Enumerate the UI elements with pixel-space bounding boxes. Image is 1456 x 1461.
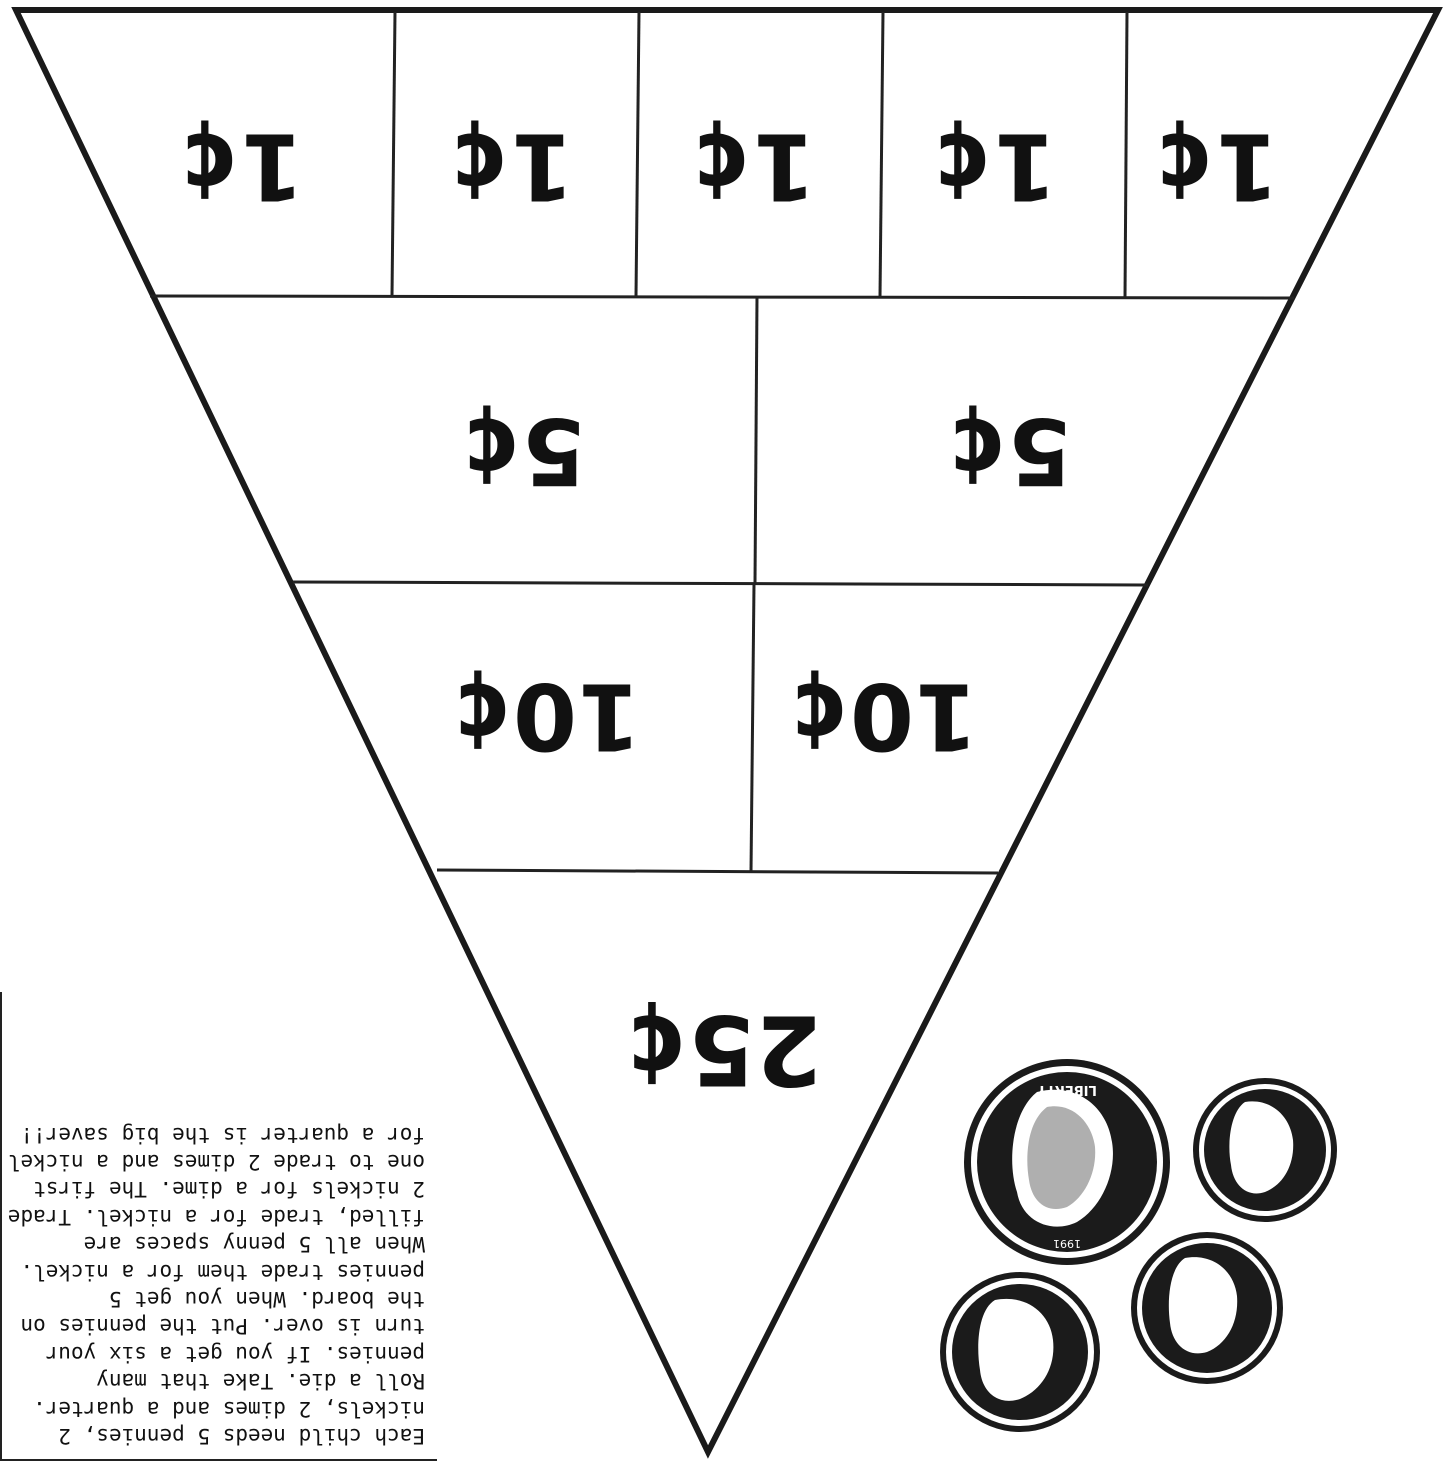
nickel-coin-icon	[940, 1272, 1100, 1432]
nickel-col-divider	[755, 297, 757, 583]
instruction-line: Each child needs 5 pennies, 2	[14, 1422, 425, 1449]
row-divider-1	[150, 296, 1294, 298]
penny-space-label: 1¢	[176, 113, 304, 220]
quarter-legend: LIBERTY	[1037, 1082, 1097, 1097]
penny-space-label: 1¢	[446, 113, 574, 220]
instruction-line: the board. When you get 5	[14, 1285, 425, 1312]
instruction-line: Roll a die. Take that many	[14, 1367, 425, 1394]
penny-col-divider	[1125, 12, 1127, 298]
instruction-line: nickels, 2 dimes and a quarter.	[14, 1394, 425, 1421]
instruction-line: filled, trade for a nickel. Trade	[14, 1202, 425, 1229]
instruction-line: turn is over. Put the pennies on	[14, 1312, 425, 1339]
instructions-box: Each child needs 5 pennies, 2 nickels, 2…	[0, 992, 437, 1461]
instruction-line: When all 5 penny spaces are	[14, 1230, 425, 1257]
nickel-space-label: 5¢	[458, 398, 586, 505]
quarter-coin-icon: LIBERTY 1991	[964, 1059, 1170, 1265]
instruction-line: for a quarter is the big saver!!	[14, 1120, 425, 1147]
penny-coin-icon	[1131, 1232, 1283, 1384]
penny-space-label: 1¢	[929, 113, 1057, 220]
quarter-space-label: 25¢	[622, 994, 822, 1106]
penny-space-label: 1¢	[1151, 113, 1279, 220]
quarter-year: 1991	[1053, 1237, 1081, 1250]
instruction-line: pennies trade them for a nickel.	[14, 1257, 425, 1284]
instruction-line: one to trade 2 dimes and a nickel	[14, 1148, 425, 1175]
dime-coin-icon	[1193, 1078, 1337, 1222]
nickel-space-label: 5¢	[944, 398, 1072, 505]
penny-space-label: 1¢	[688, 113, 816, 220]
dime-space-label: 10¢	[786, 663, 978, 770]
dime-space-label: 10¢	[449, 663, 641, 770]
instruction-line: pennies. If you get a six your	[14, 1339, 425, 1366]
coins-illustration: LIBERTY 1991	[935, 1050, 1345, 1450]
instruction-line: 2 nickels for a dime. The first	[14, 1175, 425, 1202]
